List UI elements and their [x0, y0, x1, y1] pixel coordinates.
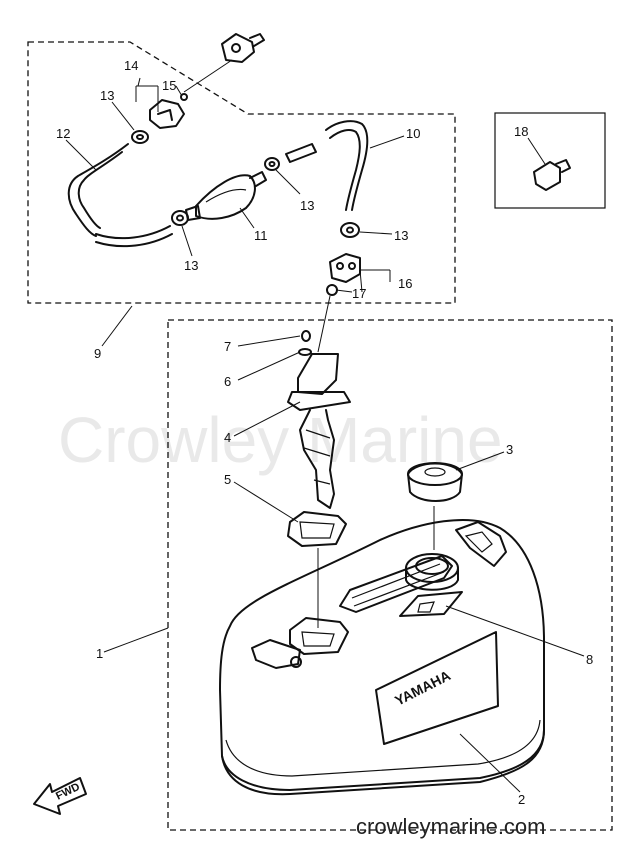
fuel-hose-12-lower [95, 225, 173, 248]
gasket-5 [287, 511, 347, 547]
screw-7 [301, 330, 311, 342]
part-label-13b: 13 [184, 258, 198, 273]
fuel-connector-14 [149, 93, 188, 129]
fuel-hose-12 [67, 143, 129, 237]
part-18-inset-box [494, 112, 606, 209]
hose-clip-13a [131, 130, 149, 144]
part-label-18: 18 [514, 124, 528, 139]
connector-top [221, 33, 265, 63]
part-label-17: 17 [352, 286, 366, 301]
brand-decal: YAMAHA [392, 667, 453, 709]
tank-connector-16 [329, 253, 361, 283]
part-label-10: 10 [406, 126, 420, 141]
fuel-cap-3 [407, 462, 463, 502]
hose-clip-13d [340, 222, 360, 238]
part-label-6: 6 [224, 374, 231, 389]
hose-clip-13c [264, 157, 280, 171]
short-hose [285, 143, 317, 163]
fuel-hose-group-outline [27, 41, 456, 304]
part-label-13a: 13 [100, 88, 114, 103]
part-label-12: 12 [56, 126, 70, 141]
o-ring-17 [326, 284, 338, 296]
watermark: Crowley Marine [58, 404, 503, 476]
fuel-hose-10 [325, 120, 369, 211]
part-label-8: 8 [586, 652, 593, 667]
part-label-13d: 13 [394, 228, 408, 243]
forward-arrow [33, 777, 87, 815]
hose-clip-13b [171, 210, 189, 226]
part-label-4: 4 [224, 430, 231, 445]
part-label-3: 3 [506, 442, 513, 457]
leader-lines [65, 59, 585, 793]
part-label-9: 9 [94, 346, 101, 361]
part-label-7: 7 [224, 339, 231, 354]
part-label-13c: 13 [300, 198, 314, 213]
footer-url: crowleymarine.com [356, 814, 546, 839]
forward-arrow-label: FWD [54, 781, 82, 803]
washer-6 [298, 348, 312, 356]
fitting-18 [527, 137, 571, 191]
part-label-15: 15 [162, 78, 176, 93]
part-label-11: 11 [254, 228, 268, 243]
fuel-tank-body-1 [219, 519, 545, 796]
part-label-5: 5 [224, 472, 231, 487]
part-label-16: 16 [398, 276, 412, 291]
part-label-14: 14 [124, 58, 138, 73]
part-label-2: 2 [518, 792, 525, 807]
fuel-gauge-assembly-4 [287, 353, 351, 509]
primer-bulb-11 [185, 171, 267, 221]
part-label-1: 1 [96, 646, 103, 661]
fuel-tank-group-outline [167, 319, 613, 831]
